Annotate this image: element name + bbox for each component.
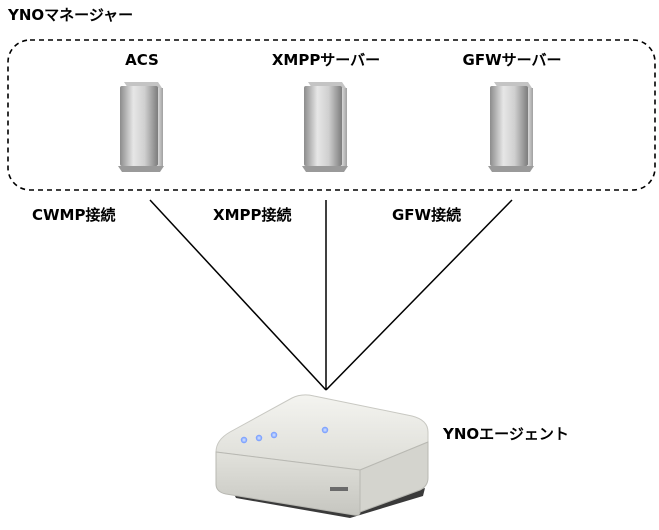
acs-server-label: ACS [125, 51, 159, 69]
manager-boundary [7, 39, 656, 191]
yno-agent-device-icon [215, 394, 429, 518]
led-indicator-icon [240, 436, 248, 444]
led-indicator-icon [255, 434, 263, 442]
acs-server-icon [118, 82, 164, 172]
gfw-server-label: GFWサーバー [462, 51, 562, 69]
led-indicator-icon [321, 426, 329, 434]
gfw-connection-label: GFW接続 [392, 206, 462, 224]
cwmp-connection-label: CWMP接続 [32, 206, 116, 224]
gfw-connection-line [325, 199, 513, 391]
xmpp-server-label: XMPPサーバー [271, 51, 381, 69]
xmpp-connection-label: XMPP接続 [213, 206, 292, 224]
xmpp-server-icon [302, 82, 348, 172]
gfw-server-icon [488, 82, 534, 172]
cwmp-connection-line [149, 199, 327, 391]
led-indicator-icon [270, 431, 278, 439]
manager-title: YNOマネージャー [8, 6, 134, 24]
agent-label: YNOエージェント [443, 425, 569, 443]
